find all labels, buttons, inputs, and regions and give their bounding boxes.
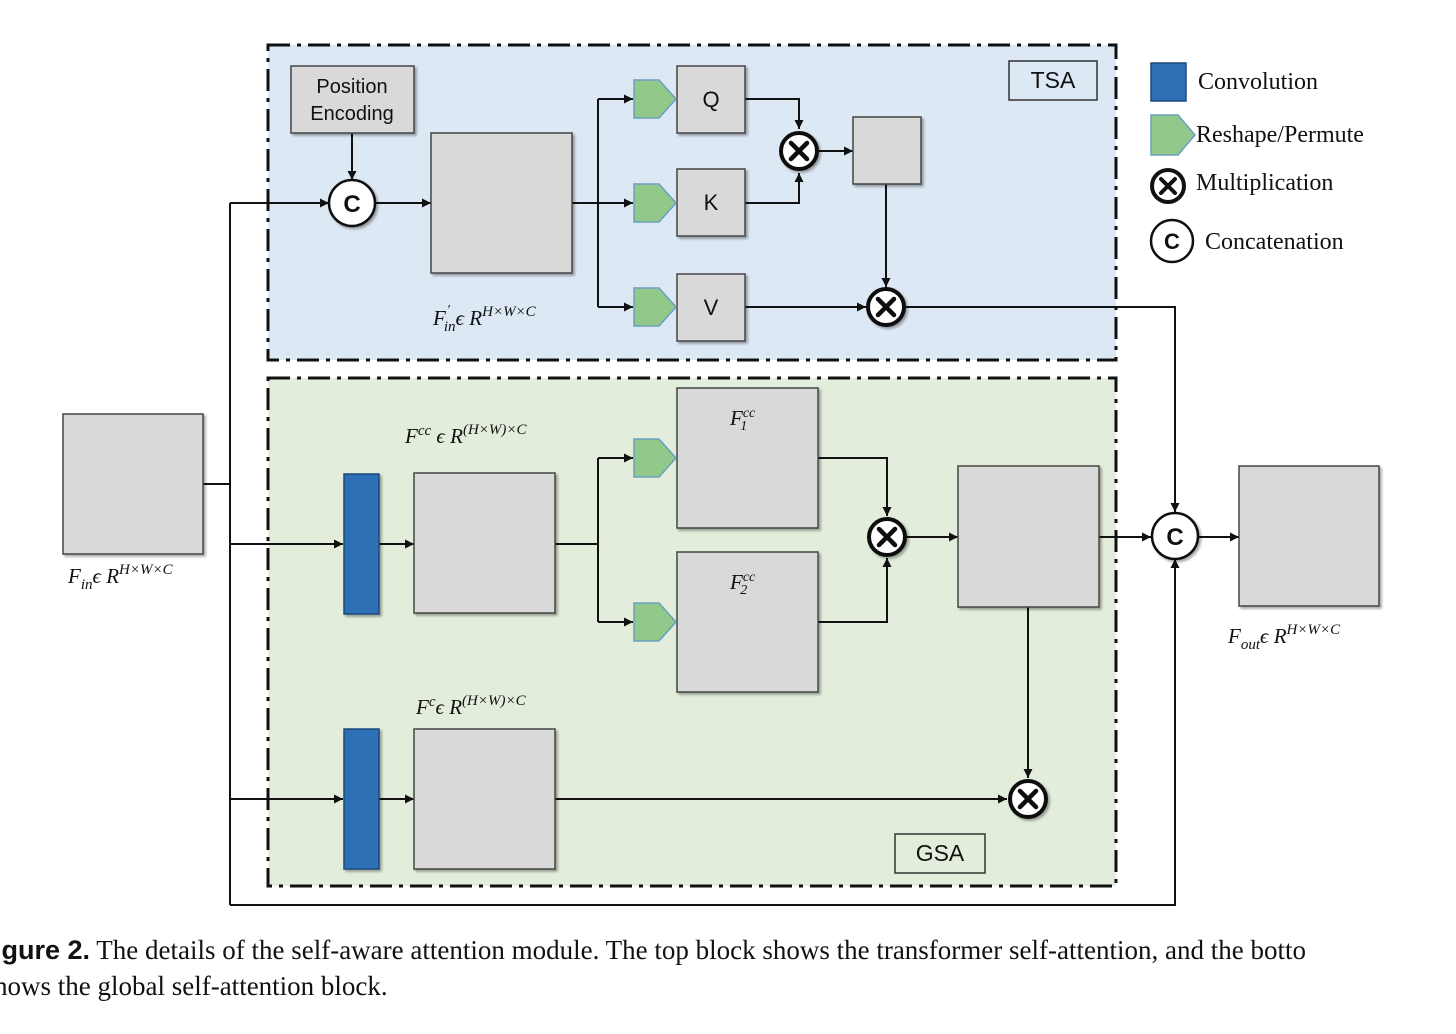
legend-reshape-swatch xyxy=(1150,114,1196,156)
position-encoding-line1: Position xyxy=(316,76,387,98)
caption-label: igure 2. xyxy=(0,935,91,965)
legend-concatenation-icon: C xyxy=(1149,218,1195,264)
diagram-svg: TSA GSA xyxy=(62,43,1380,906)
concat-tsa-symbol: C xyxy=(343,191,360,218)
position-encoding-box xyxy=(290,65,415,134)
position-encoding-line2: Encoding xyxy=(310,103,393,125)
multiply-f1f2-icon xyxy=(867,517,907,557)
k-box xyxy=(676,168,746,237)
multiply-v-icon xyxy=(866,287,906,327)
concat-tsa: C xyxy=(327,178,377,228)
legend-multiplication-label: Multiplication xyxy=(1196,170,1333,196)
attention-map-box xyxy=(852,116,922,185)
f-in-prime-label: F′inϵ RH×W×C xyxy=(432,303,537,335)
k-label: K xyxy=(704,190,719,215)
f-in-label: Finϵ RH×W×C xyxy=(67,562,174,593)
f-out-label: Foutϵ RH×W×C xyxy=(1227,622,1341,653)
q-box xyxy=(676,65,746,134)
tsa-label-box xyxy=(1008,60,1098,101)
caption-line-1: igure 2. The details of the self-aware a… xyxy=(0,932,1456,968)
f1cc-box xyxy=(676,387,819,529)
q-label: Q xyxy=(702,87,719,112)
gsa-label: GSA xyxy=(916,840,965,866)
tsa-label: TSA xyxy=(1031,67,1076,93)
concat-final: C xyxy=(1150,511,1200,561)
output-feature-box xyxy=(1238,465,1380,607)
gsa-attention-box xyxy=(957,465,1100,608)
f2cc-box xyxy=(676,551,819,693)
tsa-feature-box xyxy=(430,132,573,274)
multiply-gsa-icon xyxy=(1008,779,1048,819)
multiply-qk-icon xyxy=(779,131,819,171)
caption-text-1: The details of the self-aware attention … xyxy=(90,935,1306,965)
reshape-q-shape xyxy=(633,79,678,119)
reshape-f2-shape xyxy=(633,602,678,642)
connections xyxy=(203,94,1239,906)
reshape-k-shape xyxy=(633,183,678,223)
fcc-feature-box xyxy=(413,472,556,614)
f-cc-label: Fcc ϵ R(H×W)×C xyxy=(404,422,528,448)
caption-line-2: hows the global self-attention block. xyxy=(0,971,388,1001)
legend-multiplication-icon xyxy=(1150,168,1186,204)
legend-convolution-label: Convolution xyxy=(1198,69,1318,95)
f-c-label: Fcϵ R(H×W)×C xyxy=(415,693,527,719)
legend-reshape-label: Reshape/Permute xyxy=(1196,122,1364,148)
v-box xyxy=(676,273,746,342)
gsa-label-box xyxy=(894,833,986,874)
svg-text:C: C xyxy=(1164,229,1180,254)
concat-final-symbol: C xyxy=(1166,524,1183,551)
legend: Convolution Reshape/Permute Multiplicati… xyxy=(1149,62,1364,264)
reshape-v-shape xyxy=(633,287,678,327)
v-label: V xyxy=(704,295,719,320)
convolution-block-2 xyxy=(343,728,380,870)
convolution-block-1 xyxy=(343,473,380,615)
reshape-f1-shape xyxy=(633,438,678,478)
gray-boxes xyxy=(62,65,1380,870)
legend-convolution-swatch xyxy=(1150,62,1187,102)
reshape-shapes xyxy=(633,79,678,642)
fc-feature-box xyxy=(413,728,556,870)
legend-concatenation-label: Concatenation xyxy=(1205,229,1344,255)
figure-caption: igure 2. The details of the self-aware a… xyxy=(0,932,1456,1004)
input-feature-box xyxy=(62,413,204,555)
